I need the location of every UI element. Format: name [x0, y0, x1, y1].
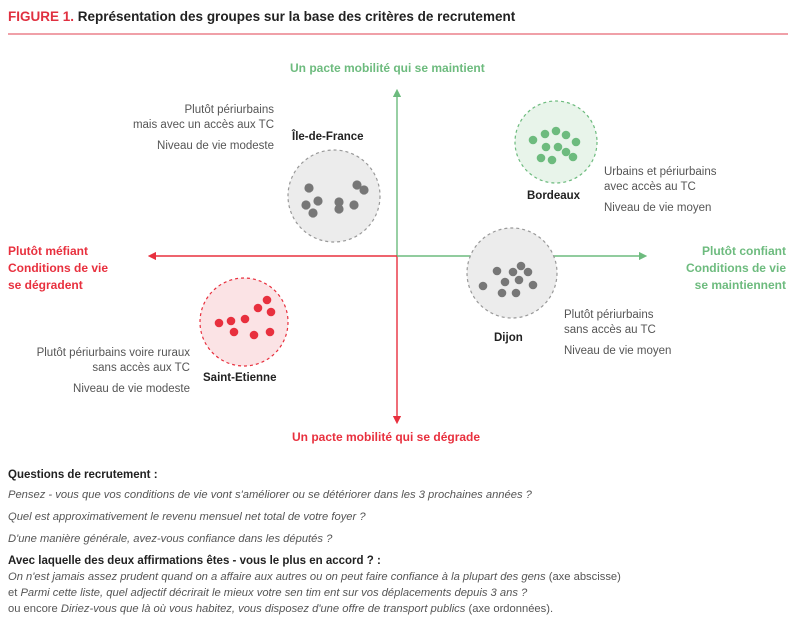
group-saint-etienne-dot	[214, 318, 224, 328]
question-final-text: ou encore	[8, 603, 61, 615]
question-final-line: ou encore Diriez-vous que là où vous hab…	[8, 601, 793, 617]
group-name-dijon: Dijon	[494, 332, 523, 344]
group-dijon-dot	[514, 275, 524, 285]
axis-label-right-line: se maintiennent	[694, 278, 786, 292]
group-dijon-dot	[492, 266, 502, 276]
group-name-saint-etienne: Saint-Etienne	[203, 372, 277, 384]
question-final-text: On n'est jamais assez prudent quand on a…	[8, 571, 546, 583]
axis-label-right-line: Conditions de vie	[685, 261, 786, 275]
group-desc-ile-de-france: Plutôt périurbains mais avec un accès au…	[133, 103, 274, 154]
group-dijon-dot	[516, 261, 526, 271]
axis-label-left: Plutôt méfiant Conditions de vie se dégr…	[8, 243, 108, 294]
group-ile-de-france-dot	[308, 208, 318, 218]
group-bordeaux-circle	[514, 100, 598, 184]
desc-line: sans accès au TC	[564, 324, 656, 336]
group-saint-etienne-dot	[262, 295, 272, 305]
group-desc-saint-etienne: Plutôt périurbains voire ruraux sans acc…	[37, 346, 190, 397]
axis-label-left-line: Conditions de vie	[8, 261, 109, 275]
figure-label: FIGURE 1.	[8, 9, 75, 24]
group-saint-etienne-dot	[229, 327, 239, 337]
group-ile-de-france-dot	[301, 200, 311, 210]
question-final-text: (axe ordonnées).	[465, 603, 554, 615]
group-name-ile-de-france: Île-de-France	[292, 131, 364, 143]
desc-line: Niveau de vie moyen	[564, 345, 672, 357]
group-desc-bordeaux: Urbains et périurbains avec accès au TC …	[604, 165, 717, 216]
group-ile-de-france-dot	[352, 180, 362, 190]
desc-line: Niveau de vie modeste	[73, 383, 190, 395]
questions-heading: Questions de recrutement :	[8, 469, 158, 481]
question-final-text: Diriez-vous que là où vous habitez, vous…	[60, 603, 466, 615]
title-underline	[8, 33, 788, 35]
group-ile-de-france-dot	[334, 204, 344, 214]
group-bordeaux-dot	[528, 135, 538, 145]
group-dijon-dot	[523, 267, 533, 277]
group-ile-de-france-cluster	[287, 149, 381, 243]
group-dijon-dot	[500, 277, 510, 287]
axis-label-left-line: se dégradent	[8, 278, 83, 292]
group-bordeaux-dot	[547, 155, 557, 165]
desc-line: Plutôt périurbains	[564, 309, 654, 321]
group-saint-etienne-dot	[266, 307, 276, 317]
group-ile-de-france-dot	[313, 196, 323, 206]
recruitment-questions: Questions de recrutement : Pensez - vous…	[8, 467, 793, 617]
group-dijon-dot	[508, 267, 518, 277]
question-item: Quel est approximativement le revenu men…	[8, 511, 366, 523]
group-bordeaux-dot	[541, 142, 551, 152]
desc-line: sans accès aux TC	[92, 362, 190, 374]
question-final-text: et	[8, 587, 21, 599]
group-bordeaux-dot	[551, 126, 561, 136]
group-bordeaux-cluster	[514, 100, 598, 184]
group-ile-de-france-dot	[349, 200, 359, 210]
group-dijon-dot	[497, 288, 507, 298]
figure-title: FIGURE 1. Représentation des groupes sur…	[8, 9, 788, 24]
desc-line: Plutôt périurbains voire ruraux	[36, 347, 190, 359]
figure-header: FIGURE 1. Représentation des groupes sur…	[8, 9, 788, 35]
group-desc-dijon: Plutôt périurbains sans accès au TC Nive…	[564, 308, 671, 359]
question-final-line: On n'est jamais assez prudent quand on a…	[8, 569, 793, 585]
group-saint-etienne-dot	[226, 316, 236, 326]
group-ile-de-france-dot	[359, 185, 369, 195]
group-bordeaux-dot	[536, 153, 546, 163]
group-bordeaux-dot	[568, 152, 578, 162]
group-bordeaux-dot	[561, 147, 571, 157]
group-bordeaux-dot	[571, 137, 581, 147]
group-dijon-dot	[511, 288, 521, 298]
desc-line: Urbains et périurbains	[604, 166, 717, 178]
question-final-text: (axe abscisse)	[545, 571, 621, 583]
axis-label-left-line: Plutôt méfiant	[8, 244, 88, 258]
group-ile-de-france-dot	[334, 197, 344, 207]
group-dijon-dot	[528, 280, 538, 290]
desc-line: avec accès au TC	[604, 181, 696, 193]
figure-title-text: Représentation des groupes sur la base d…	[77, 9, 516, 24]
question-final-text: Parmi cette liste, quel adjectif décrira…	[20, 587, 528, 599]
group-saint-etienne-dot	[240, 314, 250, 324]
axis-label-bottom: Un pacte mobilité qui se dégrade	[292, 430, 481, 444]
group-saint-etienne-cluster	[199, 277, 289, 367]
group-dijon-dot	[478, 281, 488, 291]
group-saint-etienne-dot	[249, 330, 259, 340]
desc-line: Niveau de vie moyen	[604, 202, 712, 214]
question-final: On n'est jamais assez prudent quand on a…	[8, 569, 793, 617]
desc-line: Plutôt périurbains	[184, 104, 275, 116]
desc-line: mais avec un accès aux TC	[132, 119, 274, 131]
group-saint-etienne-dot	[253, 303, 263, 313]
questions-heading-2: Avec laquelle des deux affirmations êtes…	[8, 555, 381, 567]
group-bordeaux-dot	[540, 129, 550, 139]
axis-label-top: Un pacte mobilité qui se maintient	[290, 61, 485, 75]
question-final-line: et Parmi cette liste, quel adjectif décr…	[8, 585, 793, 601]
question-item: Pensez - vous que vos conditions de vie …	[8, 489, 532, 501]
axis-label-right: Plutôt confiant Conditions de vie se mai…	[686, 243, 786, 294]
group-saint-etienne-dot	[265, 327, 275, 337]
desc-line: Niveau de vie modeste	[157, 140, 274, 152]
question-item: D'une manière générale, avez-vous confia…	[8, 533, 333, 545]
group-bordeaux-dot	[553, 142, 563, 152]
group-bordeaux-dot	[561, 130, 571, 140]
axis-label-right-line: Plutôt confiant	[702, 244, 786, 258]
group-dijon-cluster	[466, 227, 558, 319]
group-name-bordeaux: Bordeaux	[527, 190, 581, 202]
group-ile-de-france-circle	[287, 149, 381, 243]
quadrant-diagram	[147, 88, 648, 425]
group-ile-de-france-dot	[304, 183, 314, 193]
